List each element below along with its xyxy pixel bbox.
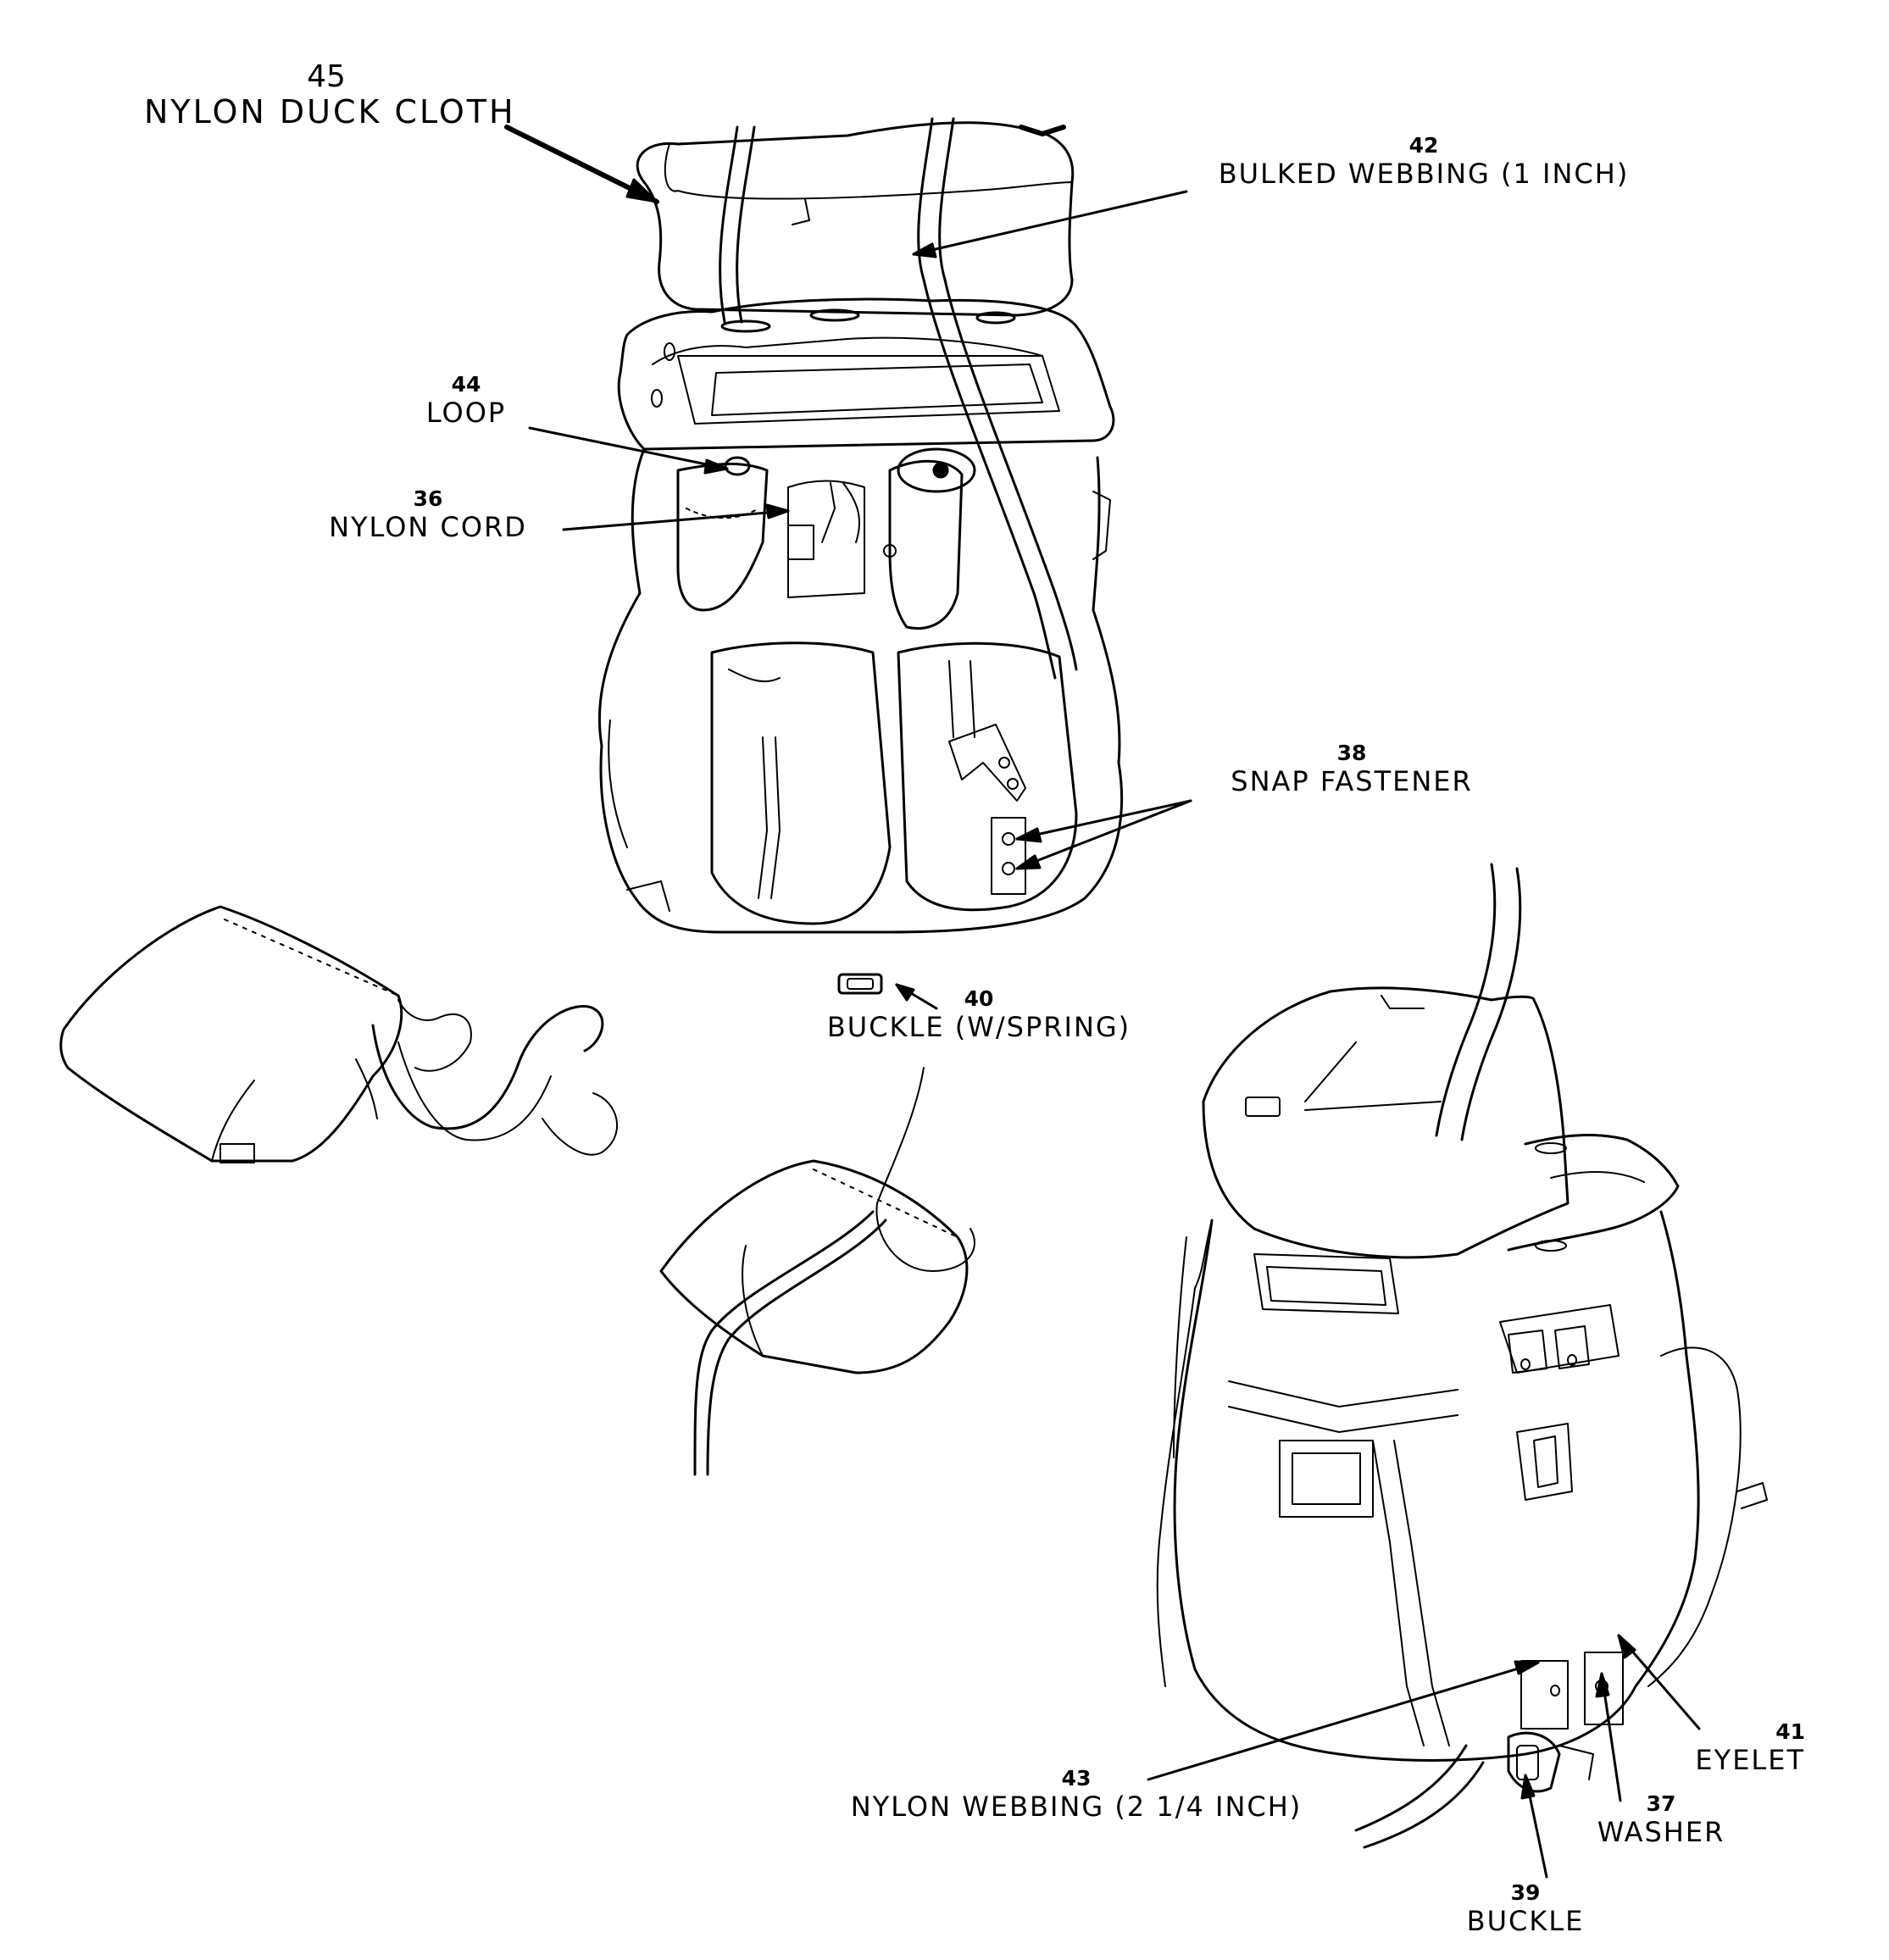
arrowhead-buckle-spring: [895, 983, 915, 1002]
callout-snap-fastener: 38 SNAP FASTENER: [1203, 741, 1500, 797]
callout-label: LOOP: [425, 396, 507, 429]
folded-bag-left-drawing: [59, 905, 618, 1163]
callout-number: 44: [451, 372, 481, 397]
callout-label: BULKED WEBBING (1 INCH): [1218, 157, 1630, 190]
callout-nylon-cord: 36 NYLON CORD: [297, 486, 559, 543]
arrowhead-nylon-duck-cloth: [625, 178, 658, 203]
arrowhead-loop: [703, 458, 729, 475]
arrowhead-buckle: [1520, 1774, 1536, 1800]
callout-buckle: 39 BUCKLE: [1441, 1880, 1610, 1937]
leader-lines: [504, 125, 1701, 1879]
leader-nylon-cord: [562, 509, 790, 531]
callout-number: 37: [1646, 1791, 1676, 1816]
callout-label: NYLON CORD: [329, 510, 527, 543]
callout-nylon-duck-cloth: 45 NYLON DUCK CLOTH: [144, 59, 516, 131]
side-rucksack-drawing: [1156, 863, 1768, 1849]
callout-number: 45: [307, 59, 346, 94]
arrowhead-washer: [1595, 1672, 1610, 1698]
callout-number: 40: [964, 986, 994, 1011]
arrowhead-nylon-cord: [765, 503, 790, 519]
callout-label: WASHER: [1597, 1815, 1725, 1848]
leader-loop: [528, 426, 729, 470]
leader-snap-fastener-b: [1015, 799, 1192, 870]
callout-number: 42: [1408, 133, 1439, 158]
front-rucksack-drawing: [598, 117, 1124, 995]
callout-label: SNAP FASTENER: [1231, 764, 1473, 797]
callout-number: 43: [1061, 1766, 1092, 1791]
callout-number: 41: [1775, 1719, 1805, 1744]
callout-number: 39: [1510, 1880, 1541, 1905]
folded-bag-middle-drawing: [659, 1067, 975, 1476]
arrowhead-snap-fastener-b: [1015, 854, 1042, 870]
leader-bulked-webbing: [912, 190, 1188, 256]
callout-label: BUCKLE (W/SPRING): [826, 1010, 1131, 1043]
callout-washer: 37 WASHER: [1585, 1791, 1737, 1848]
arrowhead-nylon-webbing: [1514, 1660, 1540, 1675]
callout-nylon-webbing: 43 NYLON WEBBING (2 1/4 INCH): [831, 1766, 1322, 1823]
callout-label: EYELET: [1695, 1743, 1805, 1776]
callout-label: BUCKLE: [1466, 1904, 1585, 1937]
callout-number: 36: [413, 486, 443, 511]
callout-label: NYLON WEBBING (2 1/4 INCH): [850, 1790, 1303, 1823]
callout-loop: 44 LOOP: [398, 372, 534, 429]
arrowhead-eyelet: [1617, 1634, 1636, 1659]
callout-label: NYLON DUCK CLOTH: [144, 93, 516, 131]
callout-eyelet: 41 EYELET: [1636, 1719, 1805, 1776]
callout-bulked-webbing: 42 BULKED WEBBING (1 INCH): [1186, 133, 1661, 190]
arrowhead-snap-fastener-a: [1015, 827, 1042, 843]
arrowhead-bulked-webbing: [912, 242, 937, 258]
leader-snap-fastener-a: [1015, 799, 1192, 841]
callout-number: 38: [1336, 741, 1367, 765]
callout-buckle-spring: 40 BUCKLE (W/SPRING): [792, 986, 1165, 1043]
leader-nylon-webbing: [1147, 1661, 1540, 1781]
